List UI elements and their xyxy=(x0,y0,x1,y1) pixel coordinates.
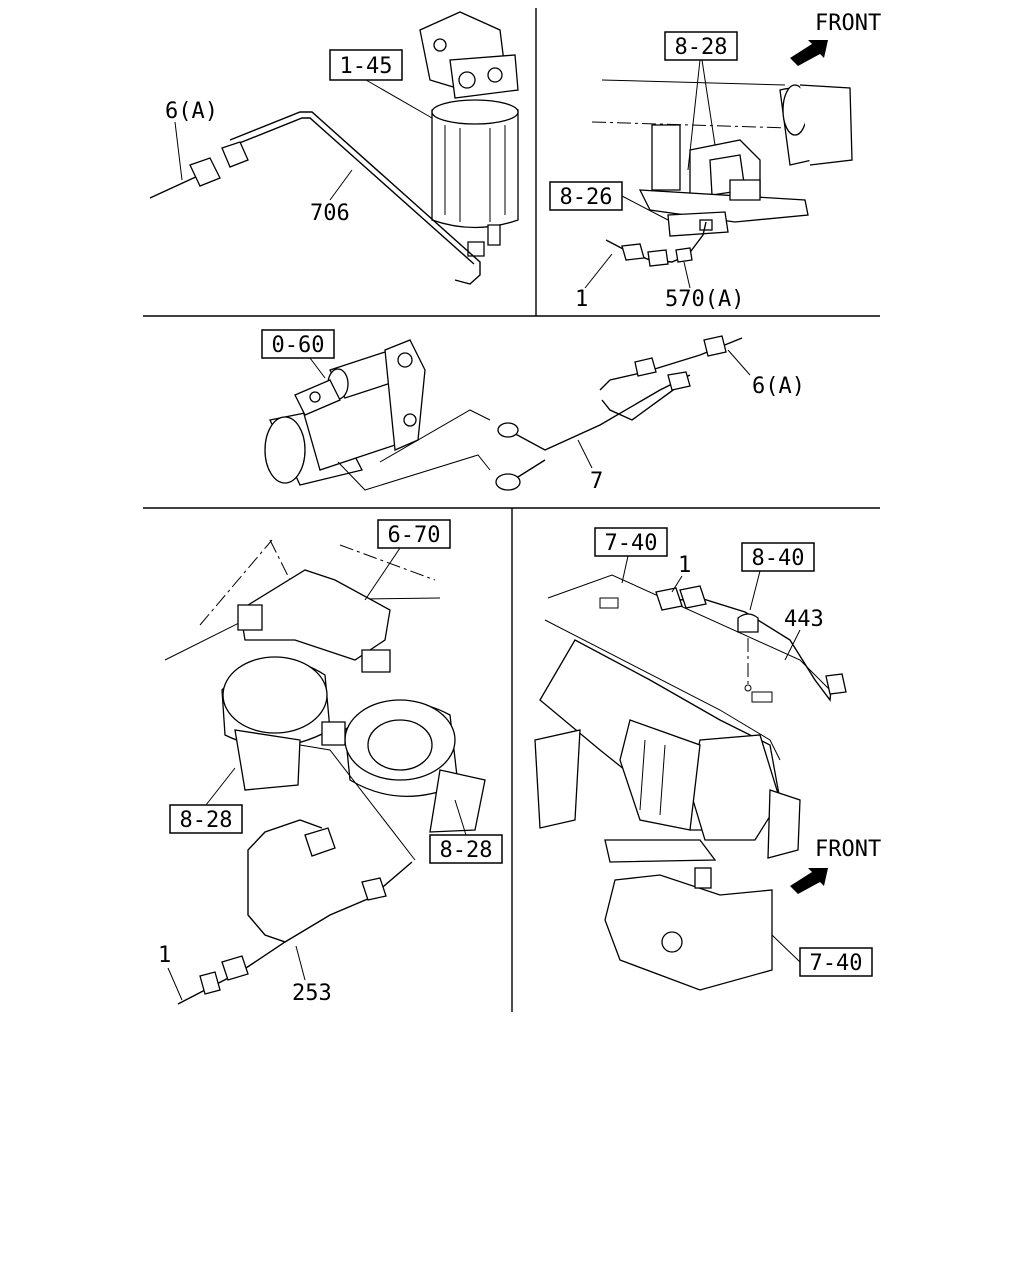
ref-box-8-28-left[interactable]: 8-28 xyxy=(169,804,243,834)
ref-box-8-40[interactable]: 8-40 xyxy=(741,542,815,572)
svg-text:7-40: 7-40 xyxy=(605,531,658,556)
svg-text:1-45: 1-45 xyxy=(340,54,393,79)
panel-dividers xyxy=(143,8,880,1012)
svg-text:0-60: 0-60 xyxy=(272,333,325,358)
ref-box-8-28-right[interactable]: 8-28 xyxy=(429,834,503,864)
ref-box-7-40-top[interactable]: 7-40 xyxy=(594,527,668,557)
ref-box-0-60[interactable]: 0-60 xyxy=(261,329,335,359)
ref-box-8-26[interactable]: 8-26 xyxy=(549,181,623,211)
front-label-top: FRONT xyxy=(815,11,881,36)
callout-443: 443 xyxy=(784,607,824,632)
lead-wire-706 xyxy=(229,111,481,285)
dashboard-drawing xyxy=(534,574,831,991)
ref-box-1-45[interactable]: 1-45 xyxy=(329,49,403,81)
svg-text:8-28: 8-28 xyxy=(180,808,233,833)
harness-253 xyxy=(177,819,323,1005)
svg-text:8-26: 8-26 xyxy=(560,185,613,210)
svg-text:8-28: 8-28 xyxy=(675,35,728,60)
ref-box-6-70[interactable]: 6-70 xyxy=(377,519,451,549)
callout-7: 7 xyxy=(590,469,603,494)
callout-570a: 570(A) xyxy=(665,287,744,312)
callout-253: 253 xyxy=(292,981,332,1006)
ref-box-7-40-bottom[interactable]: 7-40 xyxy=(799,947,873,977)
panel-relay: FRONT 8-28 8-26 xyxy=(549,11,881,312)
svg-text:6-70: 6-70 xyxy=(388,523,441,548)
callout-1-dash: 1 xyxy=(678,553,691,578)
relay-bracket-drawing xyxy=(591,79,853,237)
starter-motor-drawing xyxy=(264,339,426,486)
callout-6a: 6(A) xyxy=(165,99,218,124)
panel-dash: FRONT 7-40 8-40 7-40 1 443 xyxy=(534,527,881,991)
callout-706: 706 xyxy=(310,201,350,226)
panel-horn: 6-70 8-28 8-28 1 253 xyxy=(158,519,503,1006)
svg-text:8-28: 8-28 xyxy=(440,838,493,863)
callout-1-horn: 1 xyxy=(158,943,171,968)
panel-fuel-filter: 1-45 6(A) 706 xyxy=(149,11,519,285)
panel-starter: 0-60 6(A) 7 xyxy=(261,329,805,494)
callout-1-relay: 1 xyxy=(575,287,588,312)
callout-6a-starter: 6(A) xyxy=(752,374,805,399)
svg-text:7-40: 7-40 xyxy=(810,951,863,976)
ref-box-8-28-top[interactable]: 8-28 xyxy=(664,31,738,61)
svg-text:8-40: 8-40 xyxy=(752,546,805,571)
front-label-bottom: FRONT xyxy=(815,837,881,862)
horn-drawing xyxy=(164,539,486,833)
front-arrow-bottom xyxy=(790,868,828,894)
cable-7 xyxy=(507,374,691,451)
harness-6a xyxy=(149,174,201,199)
front-arrow-top xyxy=(790,40,828,66)
fuel-filter-drawing xyxy=(419,11,519,257)
